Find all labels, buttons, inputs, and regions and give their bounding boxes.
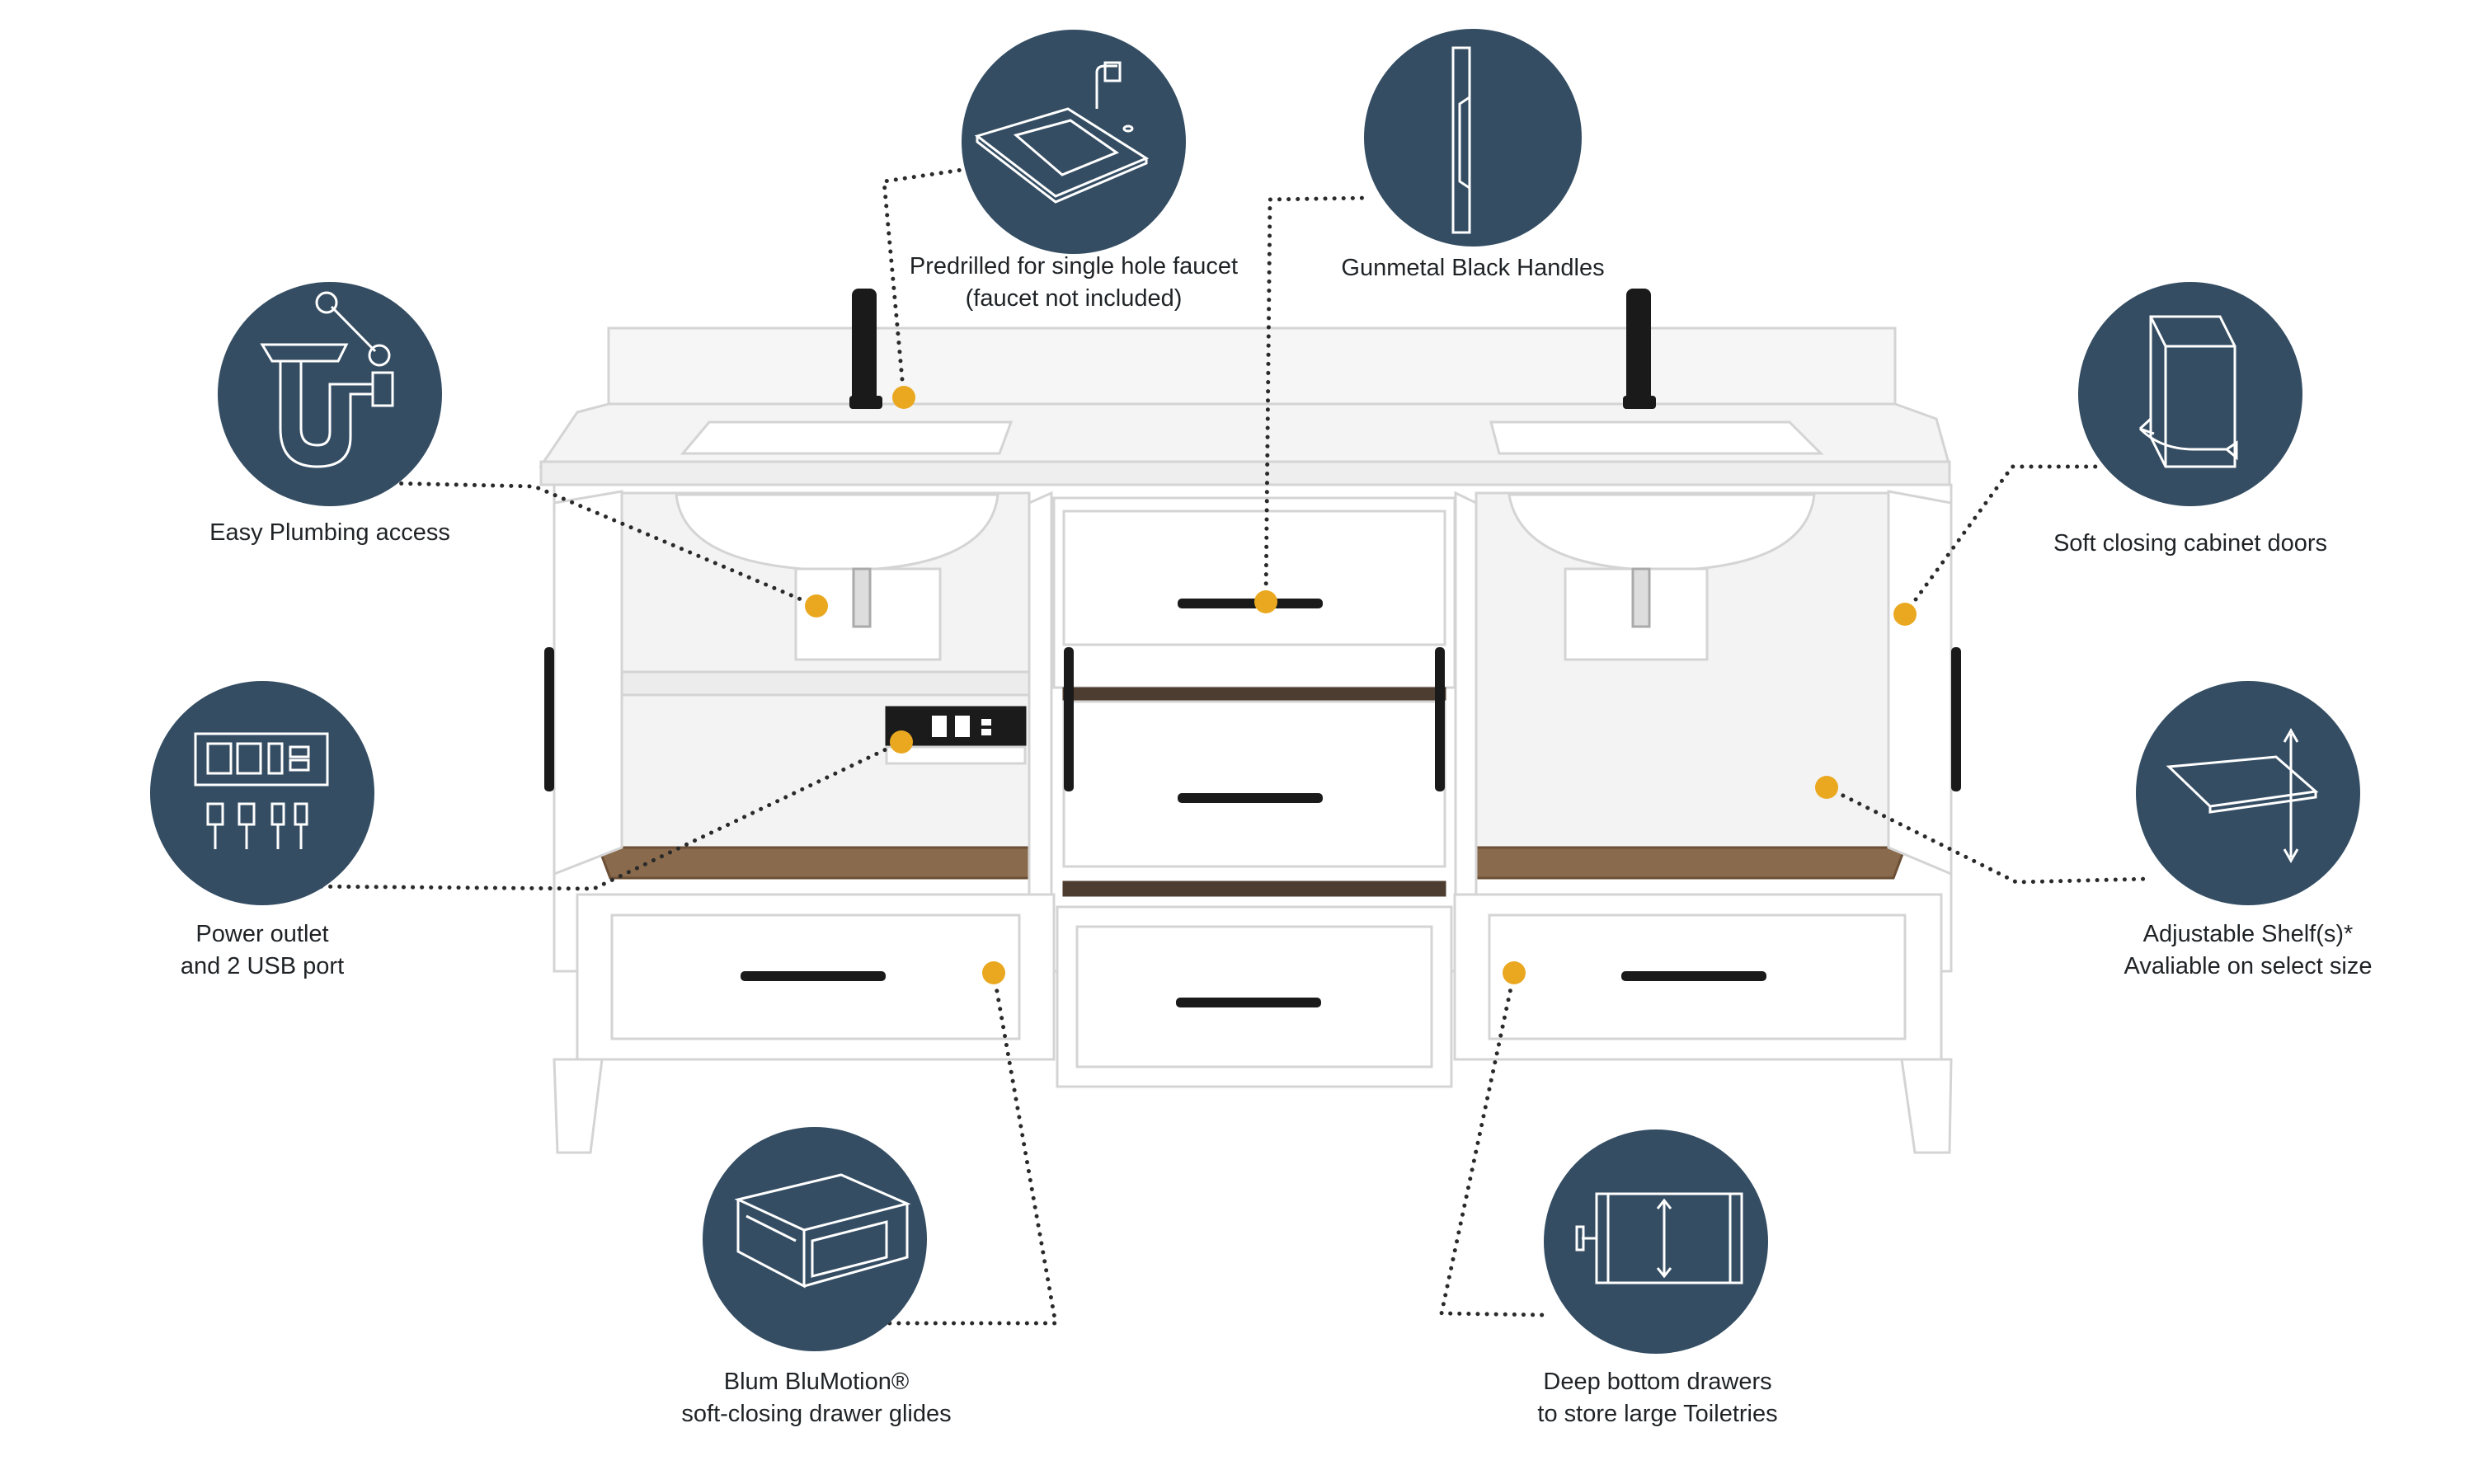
label-glides: Blum BluMotion® soft-closing drawer glid… <box>681 1369 952 1427</box>
p-trap-wrench-icon <box>218 282 442 506</box>
gunmetal-handles <box>544 599 1961 1007</box>
label-faucet: Predrilled for single hole faucet (fauce… <box>909 253 1239 312</box>
soft-close-door-icon <box>2078 282 2302 506</box>
dot-power <box>890 730 913 754</box>
label-shelf: Adjustable Shelf(s)* Avaliable on select… <box>2124 921 2373 979</box>
bar-handle-icon <box>1364 29 1582 247</box>
left-sink-basin <box>680 420 1014 455</box>
callout-dots <box>805 386 1917 984</box>
right-cabinet-door[interactable] <box>1887 490 1953 876</box>
deep-drawer-icon <box>1544 1129 1768 1354</box>
dot-glides <box>982 961 1005 984</box>
left-cabinet-door[interactable] <box>553 490 623 876</box>
outlet-usb-plug-icon <box>150 681 374 905</box>
middle-center-drawer[interactable] <box>1062 700 1446 868</box>
drawer-glide-icon <box>703 1127 927 1351</box>
dot-faucet <box>892 386 915 409</box>
adjustable-shelf-icon <box>2136 681 2360 905</box>
faucets <box>849 289 1656 409</box>
vanity-illustration <box>539 326 1953 1154</box>
dot-deep <box>1503 961 1526 984</box>
dot-doors <box>1893 603 1917 626</box>
dot-plumbing <box>805 594 828 618</box>
label-power: Power outlet and 2 USB port <box>180 921 345 979</box>
dot-handles <box>1254 590 1277 613</box>
leader-lines <box>294 166 2151 1326</box>
top-center-drawer[interactable] <box>1062 510 1446 646</box>
countertop-faucet-icon <box>962 30 1186 254</box>
label-handles: Gunmetal Black Handles <box>1341 255 1605 281</box>
dot-shelf <box>1815 776 1838 799</box>
label-deep-drawers: Deep bottom drawers to store large Toile… <box>1537 1369 1778 1427</box>
right-sink-basin <box>1489 420 1824 455</box>
label-plumbing: Easy Plumbing access <box>209 519 450 546</box>
label-soft-doors: Soft closing cabinet doors <box>2053 530 2328 556</box>
